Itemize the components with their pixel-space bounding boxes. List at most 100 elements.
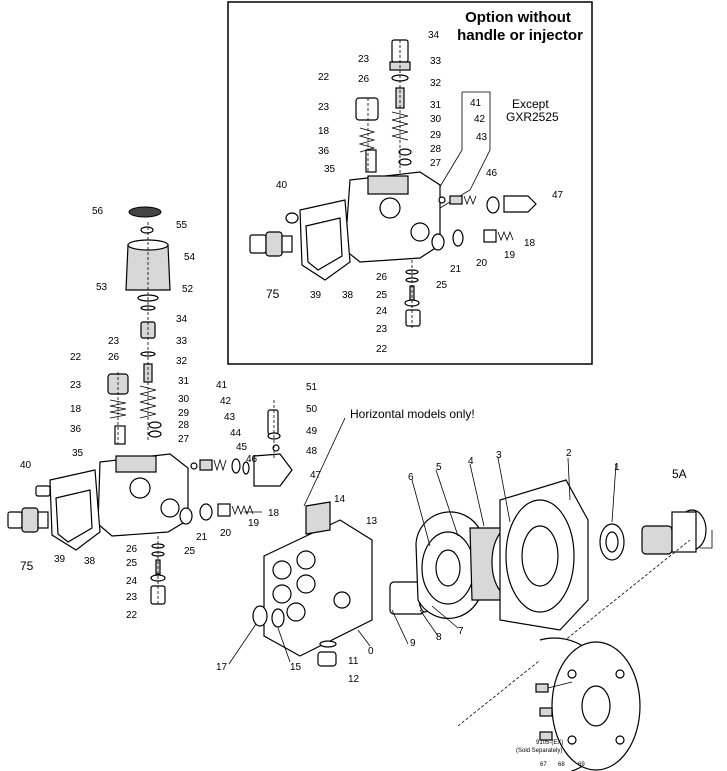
label-26b: 26 (126, 544, 138, 555)
inset-label-25b: 25 (376, 290, 388, 301)
inset-label-22b: 22 (376, 344, 388, 355)
label-54: 54 (184, 252, 196, 263)
label-24: 24 (126, 576, 138, 587)
inset-callouts: 34 23 26 33 22 32 23 31 18 30 29 36 28 2… (266, 30, 564, 355)
label-12: 12 (348, 674, 360, 685)
inset-right-parts (431, 194, 537, 251)
inset-label-46: 46 (486, 168, 498, 179)
label-32: 32 (176, 356, 188, 367)
label-56: 56 (92, 206, 104, 217)
inset-label-39: 39 (310, 290, 322, 301)
label-25b: 25 (126, 558, 138, 569)
inset-label-25a: 25 (436, 280, 448, 291)
label-18b: 18 (268, 508, 280, 519)
label-1: 1 (614, 462, 620, 473)
label-5: 5 (436, 462, 442, 473)
inset-label-41: 41 (470, 98, 482, 109)
label-34: 34 (176, 314, 188, 325)
injector-parts (179, 400, 293, 525)
fitting-75 (7, 507, 49, 533)
label-38: 38 (84, 556, 96, 567)
shaft-5a (599, 509, 707, 561)
label-55: 55 (176, 220, 188, 231)
label-40: 40 (20, 460, 32, 471)
inset-except-line2: GXR2525 (506, 110, 559, 124)
label-29: 29 (178, 408, 190, 419)
label-3: 3 (496, 450, 502, 461)
inset-fitting-75 (249, 212, 299, 257)
label-30: 30 (178, 394, 190, 405)
inset-label-28: 28 (430, 144, 442, 155)
inset-label-24: 24 (376, 306, 388, 317)
inset-panel: Option without handle or injector Except… (227, 1, 593, 365)
main-callouts: 56 55 54 53 52 34 23 33 26 32 22 31 23 3… (20, 206, 687, 685)
inset-valve-stack (355, 39, 412, 175)
manifold-13 (252, 501, 373, 667)
inset-label-23c: 23 (376, 324, 388, 335)
label-23a: 23 (108, 336, 120, 347)
leader-lines (228, 417, 713, 665)
inset-label-19: 19 (504, 250, 516, 261)
label-6: 6 (408, 472, 414, 483)
inset-label-38: 38 (342, 290, 354, 301)
label-52: 52 (182, 284, 194, 295)
inset-pump-body (299, 171, 441, 281)
label-13: 13 (366, 516, 378, 527)
label-23c: 23 (126, 592, 138, 603)
label-22b: 22 (126, 610, 138, 621)
label-4: 4 (468, 456, 474, 467)
label-35: 35 (72, 448, 84, 459)
inset-label-23b: 23 (318, 102, 330, 113)
label-45: 45 (236, 442, 248, 453)
label-26a: 26 (108, 352, 120, 363)
pump-head-left (35, 453, 189, 551)
inset-label-26b: 26 (376, 272, 388, 283)
inset-title-line2: handle or injector (457, 27, 583, 44)
label-14: 14 (334, 494, 346, 505)
label-47: 47 (310, 470, 322, 481)
inset-label-23a: 23 (358, 54, 370, 65)
inset-label-22: 22 (318, 72, 330, 83)
inset-label-36: 36 (318, 146, 330, 157)
label-27: 27 (178, 434, 190, 445)
label-21: 21 (196, 532, 208, 543)
label-0: 0 (368, 646, 374, 657)
horizontal-models-note: Horizontal models only! (350, 407, 475, 421)
label-11: 11 (348, 656, 359, 667)
inset-label-35: 35 (324, 164, 336, 175)
label-15: 15 (290, 662, 302, 673)
unloader-stack (107, 206, 171, 445)
label-69: 69 (578, 762, 585, 768)
label-19: 19 (248, 518, 260, 529)
label-39: 39 (54, 554, 66, 565)
sold-separately-text: (Sold Separately) (516, 748, 562, 754)
inset-label-32: 32 (430, 78, 442, 89)
label-8: 8 (436, 632, 442, 643)
inset-label-40: 40 (276, 180, 288, 191)
inset-bottom-stack (404, 260, 421, 330)
inset-label-26: 26 (358, 74, 370, 85)
inset-label-20: 20 (476, 258, 488, 269)
inset-label-43: 43 (476, 132, 488, 143)
inset-label-42: 42 (474, 114, 486, 125)
label-20: 20 (220, 528, 232, 539)
label-31: 31 (178, 376, 190, 387)
label-17: 17 (216, 662, 228, 673)
label-43: 43 (224, 412, 236, 423)
inset-label-18a: 18 (318, 126, 330, 137)
inset-label-30: 30 (430, 114, 442, 125)
label-48: 48 (306, 446, 318, 457)
label-75: 75 (20, 559, 34, 573)
part-number-9105: 9105-(EX) (536, 740, 563, 746)
label-33: 33 (176, 336, 188, 347)
flange-detail (457, 539, 691, 771)
label-67: 67 (540, 762, 547, 768)
inset-label-75: 75 (266, 287, 280, 301)
label-5a: 5A (672, 467, 687, 481)
label-9: 9 (410, 638, 416, 649)
inset-label-33: 33 (430, 56, 442, 67)
inset-label-21: 21 (450, 264, 462, 275)
bottom-valve-stack (150, 536, 166, 606)
